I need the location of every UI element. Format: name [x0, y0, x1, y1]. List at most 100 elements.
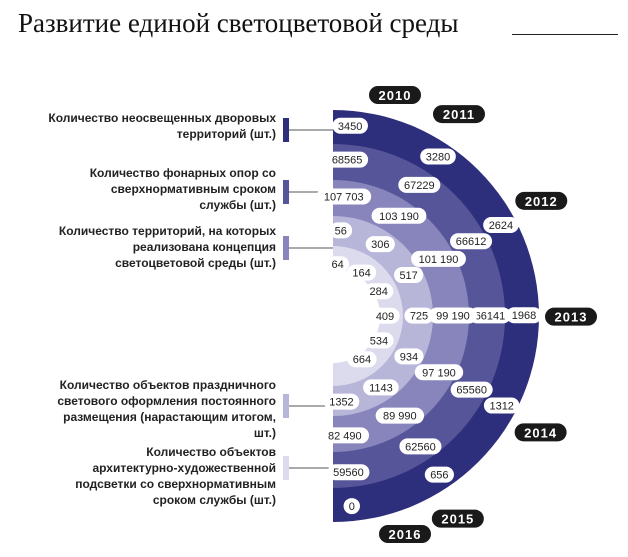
- value-label: 725: [404, 307, 434, 324]
- value-label: 409: [370, 307, 400, 324]
- value-text: 3280: [426, 151, 450, 163]
- value-pill: [375, 407, 425, 424]
- value-text: 409: [376, 311, 394, 323]
- value-label: 82 490: [320, 427, 370, 444]
- legend-marker-3: [283, 394, 289, 418]
- year-text: 2011: [443, 107, 475, 122]
- value-text: 66612: [456, 236, 487, 248]
- value-pill: [394, 348, 424, 365]
- value-label: 68565: [326, 151, 369, 168]
- value-label: 934: [394, 348, 424, 365]
- value-label: 3280: [420, 148, 456, 165]
- value-text: 1352: [329, 397, 353, 409]
- value-text: 64: [332, 259, 344, 271]
- year-badge: 2010: [369, 86, 421, 104]
- values-layer: 3450328026241968131265606856567229666126…: [316, 117, 542, 515]
- value-label: 1968: [506, 307, 542, 324]
- value-text: 517: [399, 270, 417, 282]
- value-text: 89 990: [383, 411, 417, 423]
- value-pill: [343, 498, 360, 515]
- value-label: 107 703: [316, 188, 372, 205]
- year-text: 2013: [555, 310, 588, 325]
- value-label: 3450: [332, 117, 368, 134]
- value-pill: [483, 397, 520, 414]
- value-text: 725: [410, 311, 428, 323]
- value-pill: [365, 236, 395, 253]
- value-label: 656: [424, 466, 454, 483]
- value-text: 164: [352, 268, 370, 280]
- legend-marker-0: [283, 118, 289, 142]
- value-pill: [332, 117, 368, 134]
- value-pill: [411, 250, 466, 267]
- value-pill: [483, 217, 519, 234]
- value-label: 59560: [327, 464, 370, 481]
- value-text: 99 190: [436, 310, 470, 322]
- value-text: 97 190: [422, 367, 456, 379]
- value-pill: [394, 267, 424, 284]
- value-label: 62560: [399, 438, 442, 455]
- value-pill: [364, 332, 394, 349]
- value-label: 67229: [398, 176, 441, 193]
- year-badge: 2016: [379, 525, 431, 543]
- value-pill: [450, 233, 493, 250]
- page-title: Развитие единой светоцветовой среды: [18, 8, 459, 38]
- value-pill: [414, 364, 464, 381]
- year-pill: [432, 105, 485, 124]
- value-label: 101 190: [411, 250, 466, 267]
- year-badge: 2011: [432, 105, 485, 124]
- value-text: 59560: [333, 467, 364, 479]
- value-pill: [424, 466, 454, 483]
- value-label: 306: [365, 236, 395, 253]
- value-text: 101 190: [419, 254, 459, 266]
- value-pill: [506, 307, 542, 324]
- value-label: 89 990: [375, 407, 425, 424]
- value-pill: [364, 283, 394, 300]
- year-pill: [515, 191, 568, 210]
- value-pill: [347, 351, 377, 368]
- value-text: 82 490: [328, 430, 362, 442]
- value-label: 534: [364, 332, 394, 349]
- value-text: 103 190: [379, 211, 419, 223]
- value-pill: [346, 264, 377, 281]
- value-pill: [329, 222, 353, 239]
- year-pill: [544, 307, 597, 326]
- value-label: 0: [343, 498, 360, 515]
- value-label: 66141: [468, 307, 511, 324]
- value-text: 107 703: [324, 191, 364, 203]
- title-rule: [512, 34, 618, 35]
- value-text: 1312: [489, 401, 513, 413]
- value-label: 164: [346, 264, 377, 281]
- value-label: 517: [394, 267, 424, 284]
- value-text: 656: [430, 470, 448, 482]
- value-pill: [316, 188, 372, 205]
- legend-marker-1: [283, 180, 289, 204]
- value-label: 65560: [450, 381, 493, 398]
- year-text: 2014: [524, 425, 557, 440]
- year-pill: [514, 423, 567, 442]
- value-label: 56: [329, 222, 353, 239]
- year-text: 2015: [441, 512, 474, 527]
- value-text: 1968: [512, 310, 536, 322]
- year-text: 2010: [379, 88, 412, 103]
- value-label: 284: [364, 283, 394, 300]
- value-label: 66612: [450, 233, 493, 250]
- value-label: 103 190: [371, 207, 427, 224]
- value-pill: [370, 307, 400, 324]
- value-text: 66141: [475, 310, 506, 322]
- year-badge: 2012: [515, 191, 568, 210]
- value-label: 1352: [323, 393, 360, 410]
- value-label: 664: [347, 351, 377, 368]
- value-text: 306: [371, 239, 389, 251]
- year-badge: 2014: [514, 423, 567, 442]
- value-pill: [450, 381, 493, 398]
- value-text: 284: [370, 286, 388, 298]
- value-pill: [320, 427, 370, 444]
- value-text: 664: [353, 354, 371, 366]
- value-pill: [326, 151, 369, 168]
- year-badge: 2015: [431, 509, 484, 528]
